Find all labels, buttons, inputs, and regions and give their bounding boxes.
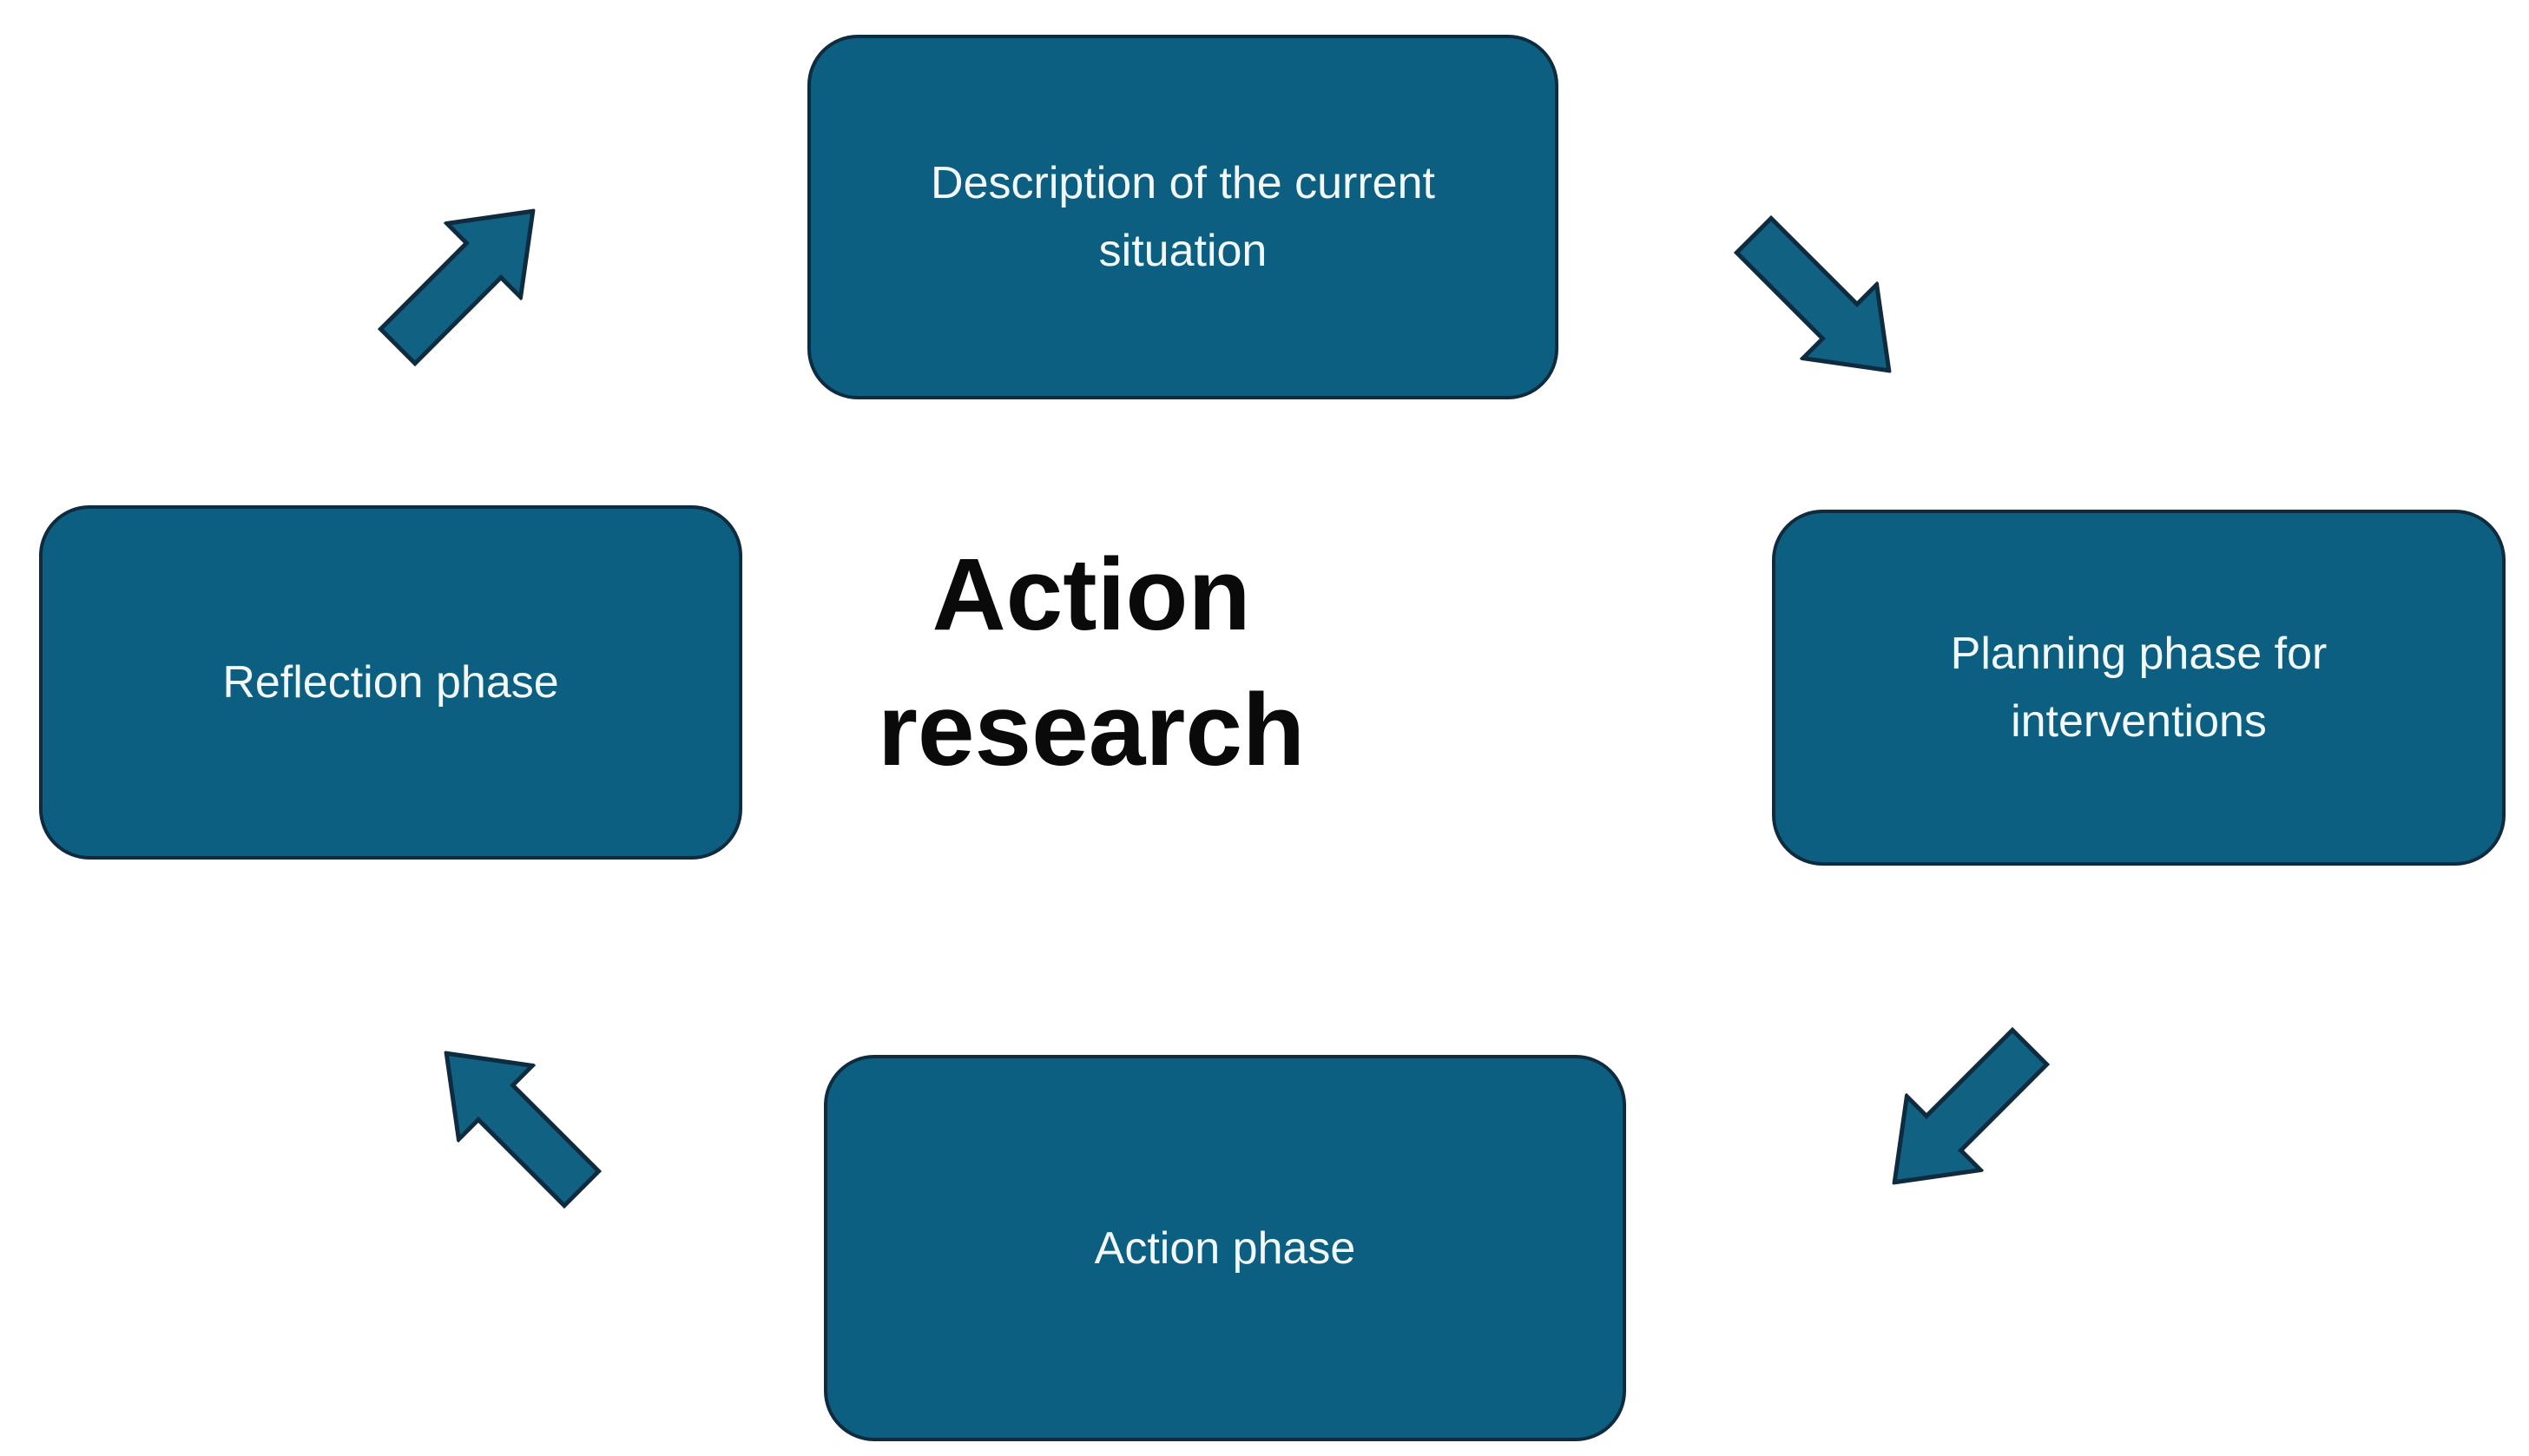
arrow-down-right-icon [1714,195,1930,412]
node-label: Reflection phase [222,657,559,708]
node-description-of-current-situation: Description of the current situation [807,35,1558,399]
node-label: Action phase [1094,1222,1356,1274]
arrow-up-right-icon [358,171,574,387]
arrow-up-left-icon [406,1013,622,1229]
node-planning-phase-for-interventions: Planning phase for interventions [1772,510,2506,866]
node-reflection-phase: Reflection phase [39,505,742,860]
diagram-title: Action research [744,528,1439,799]
diagram-title-line-1: Action [932,537,1251,652]
node-label: Description of the current situation [931,158,1435,276]
node-label: Planning phase for interventions [1950,629,2328,747]
diagram-title-line-2: research [877,672,1306,787]
node-action-phase: Action phase [824,1055,1626,1441]
arrow-down-left-icon [1854,1007,2071,1223]
